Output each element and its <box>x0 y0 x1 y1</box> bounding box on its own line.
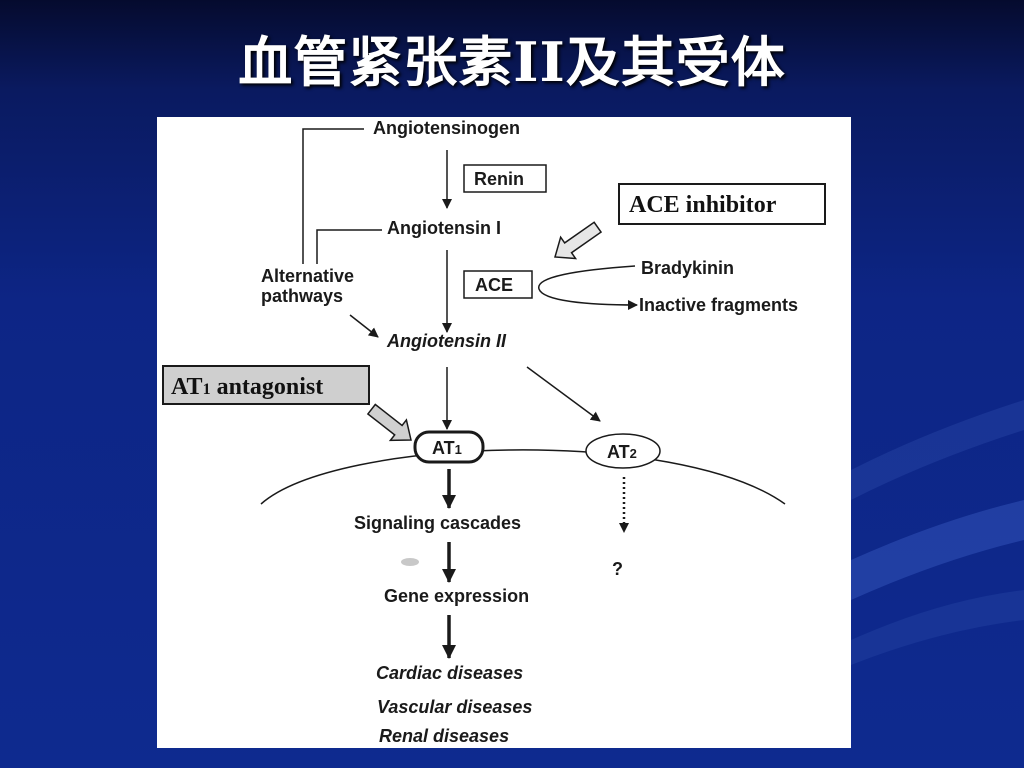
alt-pathway-line-inner <box>316 229 382 264</box>
node-inactive-fragments: Inactive fragments <box>639 295 798 315</box>
node-alternative-line2: pathways <box>261 286 343 306</box>
receptor-at1 <box>413 430 485 464</box>
at1-antagonist-block-arrow <box>366 403 412 442</box>
cell-membrane <box>260 449 786 505</box>
drug-ace-inhibitor: ACE inhibitor <box>629 192 777 218</box>
node-gene-expression: Gene expression <box>384 586 529 606</box>
outcome-vascular: Vascular diseases <box>377 697 532 717</box>
node-bradykinin: Bradykinin <box>641 258 734 278</box>
node-angiotensin-2: Angiotensin II <box>386 331 507 351</box>
ace-inhibitor-box <box>618 183 826 225</box>
bradykinin-loop-arrow <box>538 265 638 310</box>
node-angiotensin-1: Angiotensin I <box>387 218 501 238</box>
node-signaling: Signaling cascades <box>354 513 521 533</box>
alt-pathway-line-outer <box>302 128 364 264</box>
label-at1: AT1 <box>432 438 462 458</box>
node-unknown: ? <box>612 559 623 579</box>
receptor-at2 <box>585 433 661 469</box>
slide-title: 血管紧张素II及其受体 <box>238 30 786 94</box>
pathway-figure: Angiotensinogen Renin Angiotensin I ACE … <box>157 117 851 748</box>
node-alternative-line1: Alternative <box>261 266 354 286</box>
arrow-to-at2 <box>526 366 601 422</box>
renin-box <box>463 164 547 193</box>
smudge <box>401 558 419 566</box>
arrow-alternative-to-angiotensin-2 <box>349 314 379 338</box>
node-angiotensinogen: Angiotensinogen <box>373 118 520 138</box>
node-ace: ACE <box>475 275 513 295</box>
pathway-diagram: Angiotensinogen Renin Angiotensin I ACE … <box>162 118 826 746</box>
ace-inhibitor-block-arrow <box>554 221 603 260</box>
at1-antagonist-box <box>162 365 370 405</box>
drug-at1-antagonist: AT1 antagonist <box>171 374 323 400</box>
node-renin: Renin <box>474 169 524 189</box>
label-at2: AT2 <box>607 442 637 462</box>
outcome-cardiac: Cardiac diseases <box>376 663 523 683</box>
ace-box <box>463 270 533 299</box>
outcome-renal: Renal diseases <box>379 726 509 746</box>
